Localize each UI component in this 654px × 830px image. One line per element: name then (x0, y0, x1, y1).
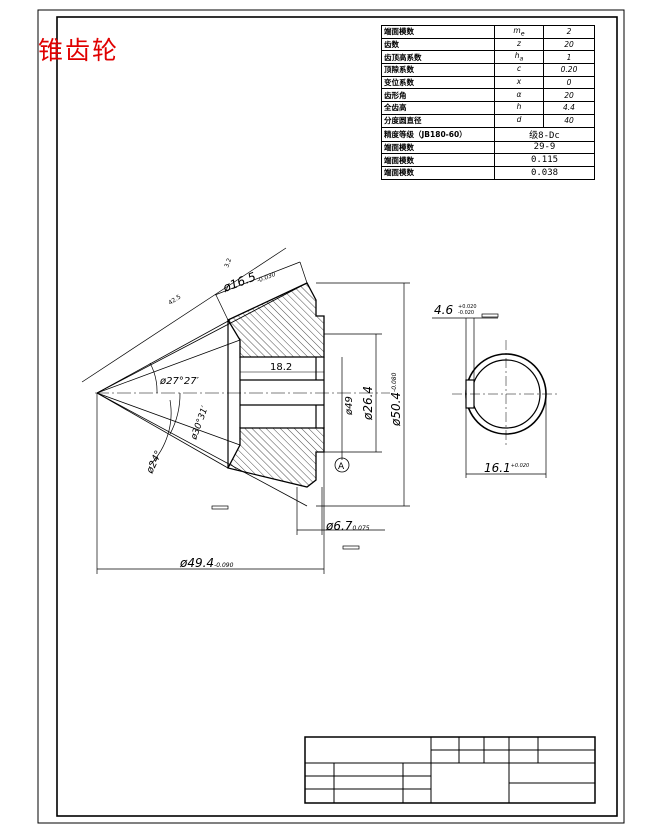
param-value: 0 (543, 75, 595, 90)
drawing-title: 锥齿轮 (38, 36, 120, 65)
param-name: 端面模数 (381, 153, 495, 167)
param-row: 变位系数 x 0 (381, 75, 595, 90)
param-value: 0.20 (543, 63, 595, 77)
datum-circle (334, 457, 350, 473)
section-top (227, 282, 325, 358)
outer-border (37, 9, 625, 824)
param-name: 端面模数 (381, 25, 495, 39)
param-symbol: ha (494, 50, 544, 65)
param-row: 齿数 z 20 (381, 37, 595, 52)
param-name: 全齿高 (381, 101, 495, 115)
param-symbol-text: z (517, 38, 521, 48)
dim-phi50-4-label: ø50.4-0.080 (389, 372, 403, 427)
param-value: 1 (543, 50, 595, 65)
dim-16-1-label: 16.1+0.020 (484, 461, 529, 475)
cone-lines (96, 282, 308, 507)
param-name: 分度圆直径 (381, 113, 495, 128)
param-name: 变位系数 (381, 75, 495, 90)
dim-phi49-4-lines (96, 393, 325, 574)
dim-phi6-7-lines (211, 487, 385, 550)
param-name: 齿数 (381, 37, 495, 52)
title-block (304, 736, 596, 804)
dim-phi49-label: ø49 (344, 396, 355, 416)
param-symbol: z (494, 37, 544, 52)
param-value: 4.4 (543, 101, 595, 115)
param-row: 齿形角 α 20 (381, 88, 595, 103)
dim-len-label: 42.5 (167, 293, 182, 306)
param-symbol: c (494, 63, 544, 77)
param-symbol-sub: e (520, 30, 525, 38)
dim-4-6-label: 4.6 (434, 303, 453, 317)
dim-phi49-4-label: ø49.4-0.090 (179, 556, 234, 570)
param-symbol-text: h (516, 102, 522, 112)
ang-27-label: ø27°27′ (159, 376, 200, 387)
end-dims (432, 313, 547, 478)
param-row: 分度圆直径 d 40 (381, 113, 595, 128)
dim-4-6-tol-up: +0.020 (458, 304, 477, 310)
inner-border (56, 16, 618, 817)
param-row: 顶隙系数 c 0.20 (381, 63, 595, 77)
param-name: 端面模数 (381, 140, 495, 155)
dim-len-line (81, 247, 287, 383)
param-symbol-text: c (516, 64, 522, 74)
param-symbol-text: x (516, 76, 522, 86)
datum-label: A (338, 462, 345, 472)
roughness-label: 3.2 (223, 257, 233, 269)
param-value: 40 (543, 113, 595, 128)
param-symbol-text: m (513, 26, 521, 36)
param-symbol: x (494, 75, 544, 90)
vertical-dims (316, 282, 410, 507)
param-symbol: me (494, 25, 544, 39)
dim-phi6-7-label: ø6.70.075 (325, 519, 370, 533)
param-name: 齿顶高系数 (381, 50, 495, 65)
param-symbol-text: α (516, 89, 522, 99)
param-name: 精度等级（JB180-60） (381, 126, 495, 142)
dim-4-6-tol-dn: -0.020 (458, 310, 474, 316)
param-symbol: d (494, 113, 544, 128)
param-value: 2 (543, 25, 595, 39)
param-value: 20 (543, 88, 595, 103)
ang-30-label: ø30°31′ (189, 405, 211, 442)
param-symbol-sub: a (519, 55, 524, 63)
param-row: 全齿高 h 4.4 (381, 101, 595, 115)
param-row: 精度等级（JB180-60）级8-Dc (381, 126, 595, 142)
ang-24-label: ø24° (144, 449, 164, 476)
param-symbol: α (494, 88, 544, 103)
dim-phi26-4-label: ø26.4 (361, 386, 375, 421)
section-bottom (227, 427, 325, 488)
dim-18-2-label: 18.2 (270, 362, 292, 373)
param-symbol-text: d (516, 114, 522, 124)
param-value: 0.115 (494, 153, 595, 167)
param-value: 0.038 (494, 165, 595, 180)
arc-30 (169, 392, 181, 435)
param-value: 29-9 (494, 140, 595, 155)
param-name: 齿形角 (381, 88, 495, 103)
param-name: 端面模数 (381, 165, 495, 180)
arc-27 (149, 362, 158, 394)
param-value: 级8-Dc (494, 126, 595, 142)
bore-lines (227, 320, 325, 468)
dim-phi16-5 (214, 261, 308, 321)
param-name: 顶隙系数 (381, 63, 495, 77)
param-symbol-text: h (514, 51, 520, 61)
param-value: 20 (543, 37, 595, 52)
arc-24 (149, 399, 172, 466)
param-symbol: h (494, 101, 544, 115)
